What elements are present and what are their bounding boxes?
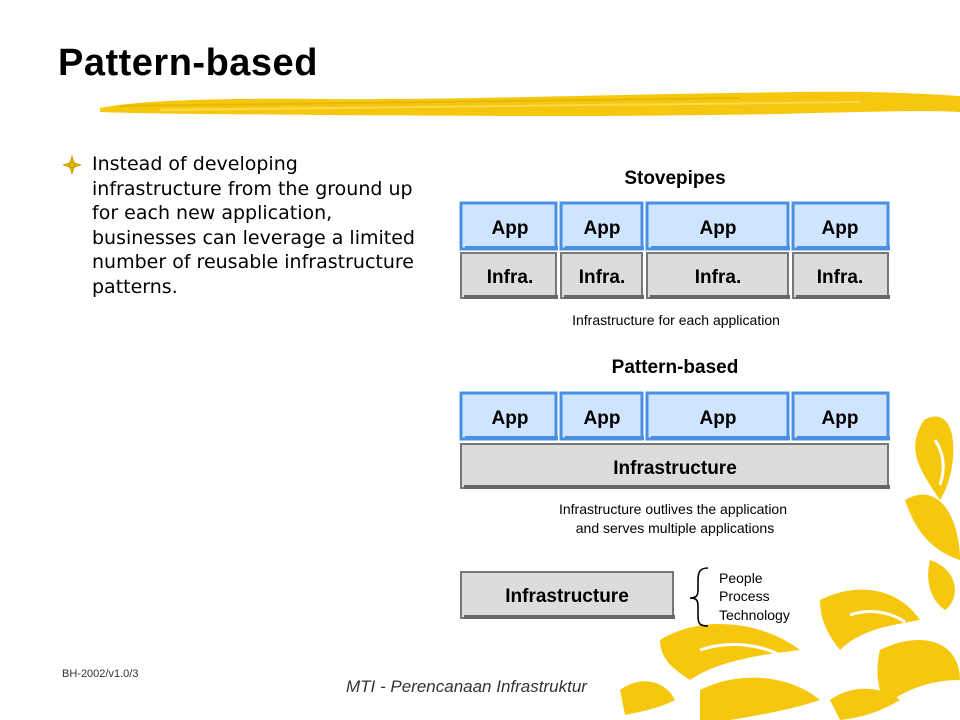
svg-text:Infrastructure: Infrastructure: [505, 586, 629, 607]
pattern-based-title: Pattern-based: [612, 357, 739, 378]
pattern-caption-line1: Infrastructure outlives the application: [559, 501, 787, 517]
stovepipes-title: Stovepipes: [624, 168, 725, 189]
stovepipe-infra-box: Infra.: [646, 252, 790, 299]
svg-text:Infra.: Infra.: [579, 267, 625, 288]
title-underline-brushstroke: [100, 91, 960, 116]
svg-text:Infra.: Infra.: [487, 267, 533, 288]
stovepipe-infra-box: Infra.: [792, 252, 890, 299]
pattern-app-box: App: [459, 391, 558, 441]
stovepipe-app-box: App: [645, 201, 790, 251]
svg-text:App: App: [584, 408, 621, 429]
svg-text:App: App: [700, 408, 737, 429]
legend-item-technology: Technology: [719, 607, 790, 623]
curly-brace-icon: [689, 567, 709, 627]
legend-item-process: Process: [719, 588, 770, 604]
stovepipes-app-row: App App App App: [459, 201, 890, 251]
slide-title: Pattern-based: [58, 42, 318, 84]
stovepipe-app-box: App: [459, 201, 558, 251]
stovepipe-infra-box: Infra.: [560, 252, 644, 299]
stovepipe-app-box: App: [559, 201, 644, 251]
stovepipe-app-box: App: [791, 201, 890, 251]
pattern-app-box: App: [645, 391, 790, 441]
legend-infrastructure-box: Infrastructure: [460, 571, 675, 619]
stovepipe-infra-box: Infra.: [460, 252, 558, 299]
pattern-app-row: App App App App: [459, 391, 890, 441]
svg-text:App: App: [492, 408, 529, 429]
pattern-caption-line2: and serves multiple applications: [576, 520, 774, 536]
pattern-app-box: App: [791, 391, 890, 441]
footer-course-title: MTI - Perencanaan Infrastruktur: [346, 677, 587, 696]
stovepipes-caption: Infrastructure for each application: [572, 312, 780, 328]
pattern-app-box: App: [559, 391, 644, 441]
svg-text:Infra.: Infra.: [817, 267, 863, 288]
footer-version: BH-2002/v1.0/3: [62, 668, 139, 680]
svg-text:App: App: [822, 408, 859, 429]
svg-text:App: App: [492, 218, 529, 239]
stovepipes-infra-row: Infra. Infra. Infra. Infra.: [460, 252, 890, 299]
svg-text:Infra.: Infra.: [695, 267, 741, 288]
svg-text:App: App: [584, 218, 621, 239]
shared-infrastructure-box: Infrastructure: [460, 443, 890, 489]
bullet-text: Instead of developing infrastructure fro…: [92, 153, 415, 298]
svg-text:Infrastructure: Infrastructure: [613, 458, 737, 479]
legend-item-people: People: [719, 570, 763, 586]
diamond-bullet-icon: [62, 155, 82, 175]
svg-text:App: App: [822, 218, 859, 239]
svg-text:App: App: [700, 218, 737, 239]
